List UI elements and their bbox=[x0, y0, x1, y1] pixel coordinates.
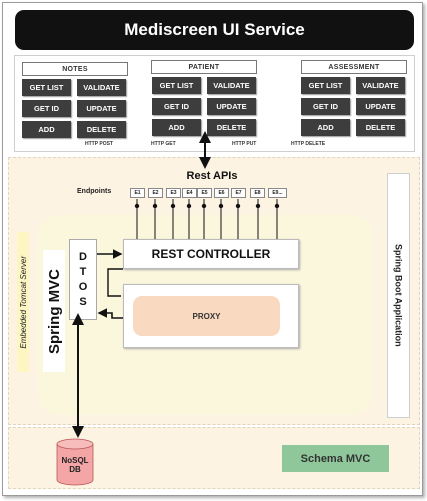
endpoints-label: Endpoints bbox=[77, 188, 112, 195]
patient-get-id-button: GET ID bbox=[152, 98, 201, 115]
button-label: VALIDATE bbox=[362, 81, 399, 90]
schema-mvc-box: Schema MVC bbox=[282, 445, 389, 472]
group-title-assessment-text: ASSESSMENT bbox=[328, 63, 380, 71]
dtos-letter: O bbox=[78, 280, 88, 293]
schema-mvc-label: Schema MVC bbox=[300, 452, 371, 465]
patient-delete-button: DELETE bbox=[207, 119, 256, 136]
endpoint-label: E3 bbox=[170, 190, 177, 196]
endpoint-box: E5 bbox=[197, 188, 212, 198]
button-label: ADD bbox=[38, 125, 55, 134]
proxy-box: PROXY bbox=[133, 296, 280, 336]
endpoint-label: E4 bbox=[186, 190, 193, 196]
button-label: DELETE bbox=[216, 123, 247, 132]
db-label-line1: NoSQL bbox=[61, 456, 89, 465]
http-post-label: HTTP POST bbox=[85, 141, 113, 147]
button-label: UPDATE bbox=[365, 102, 396, 111]
endpoint-label: E7 bbox=[235, 190, 242, 196]
ui-service-header: Mediscreen UI Service bbox=[15, 10, 414, 50]
assessment-get-id-button: GET ID bbox=[301, 98, 350, 115]
http-put-label: HTTP PUT bbox=[232, 141, 257, 147]
endpoint-box: E9... bbox=[268, 188, 287, 198]
notes-get-id-button: GET ID bbox=[22, 100, 71, 117]
patient-get-list-button: GET LIST bbox=[152, 77, 201, 94]
button-label: UPDATE bbox=[216, 102, 247, 111]
notes-add-button: ADD bbox=[22, 121, 71, 138]
rest-controller-box: REST CONTROLLER bbox=[123, 239, 299, 269]
notes-get-list-button: GET LIST bbox=[22, 79, 71, 96]
button-label: GET LIST bbox=[308, 81, 343, 90]
button-label: DELETE bbox=[86, 125, 117, 134]
endpoint-label: E9... bbox=[272, 190, 283, 196]
button-label: GET ID bbox=[33, 104, 59, 113]
assessment-validate-button: VALIDATE bbox=[356, 77, 405, 94]
dtos-letter: D bbox=[79, 250, 87, 263]
endpoint-box: E7 bbox=[231, 188, 246, 198]
notes-update-button: UPDATE bbox=[77, 100, 126, 117]
dtos-box: D T O S bbox=[69, 239, 97, 320]
endpoint-connectors bbox=[134, 199, 280, 239]
patient-validate-button: VALIDATE bbox=[207, 77, 256, 94]
tomcat-label-box: Embedded Tomcat Server bbox=[17, 232, 29, 372]
button-label: VALIDATE bbox=[213, 81, 250, 90]
spring-mvc-label-box: Spring MVC bbox=[43, 250, 65, 372]
rest-apis-label: Rest APIs bbox=[186, 170, 238, 182]
db-label-line2: DB bbox=[69, 465, 81, 474]
http-delete-label: HTTP DELETE bbox=[291, 141, 326, 147]
endpoint-box: E2 bbox=[148, 188, 163, 198]
group-title-notes-text: NOTES bbox=[62, 65, 88, 73]
endpoint-label: E1 bbox=[134, 190, 141, 196]
endpoint-box: E1 bbox=[130, 188, 145, 198]
endpoint-box: E6 bbox=[214, 188, 229, 198]
button-label: ADD bbox=[317, 123, 334, 132]
button-label: GET ID bbox=[312, 102, 338, 111]
endpoint-label: E6 bbox=[218, 190, 225, 196]
endpoint-label: E5 bbox=[201, 190, 208, 196]
assessment-add-button: ADD bbox=[301, 119, 350, 136]
notes-delete-button: DELETE bbox=[77, 121, 126, 138]
database-cylinder bbox=[56, 438, 94, 486]
endpoint-label: E8 bbox=[254, 190, 261, 196]
proxy-label: PROXY bbox=[192, 311, 221, 321]
endpoint-box: E4 bbox=[182, 188, 197, 198]
spring-boot-label-box: Spring Boot Application bbox=[387, 173, 410, 418]
button-label: DELETE bbox=[365, 123, 396, 132]
button-label: GET LIST bbox=[159, 81, 194, 90]
button-label: UPDATE bbox=[86, 104, 117, 113]
group-title-assessment: ASSESSMENT bbox=[301, 60, 407, 74]
rest-controller-label: REST CONTROLLER bbox=[151, 247, 271, 261]
ui-service-title: Mediscreen UI Service bbox=[124, 20, 305, 39]
patient-update-button: UPDATE bbox=[207, 98, 256, 115]
assessment-delete-button: DELETE bbox=[356, 119, 405, 136]
button-label: GET LIST bbox=[29, 83, 64, 92]
nosql-db-label: NoSQL DB bbox=[57, 456, 93, 474]
assessment-get-list-button: GET LIST bbox=[301, 77, 350, 94]
group-title-patient-text: PATIENT bbox=[188, 63, 220, 71]
group-title-notes: NOTES bbox=[22, 62, 128, 76]
assessment-update-button: UPDATE bbox=[356, 98, 405, 115]
button-label: GET ID bbox=[163, 102, 189, 111]
endpoint-box: E3 bbox=[166, 188, 181, 198]
endpoint-box: E8 bbox=[250, 188, 265, 198]
group-title-patient: PATIENT bbox=[151, 60, 257, 74]
http-get-label: HTTP GET bbox=[151, 141, 176, 147]
notes-validate-button: VALIDATE bbox=[77, 79, 126, 96]
endpoint-label: E2 bbox=[152, 190, 159, 196]
button-label: VALIDATE bbox=[83, 83, 120, 92]
button-label: ADD bbox=[168, 123, 185, 132]
spring-boot-label: Spring Boot Application bbox=[393, 244, 404, 347]
controller-proxy-connector bbox=[107, 268, 123, 297]
patient-add-button: ADD bbox=[152, 119, 201, 136]
proxy-dtos-arrow bbox=[97, 308, 123, 319]
dtos-letter: S bbox=[79, 295, 87, 308]
dtos-letter: T bbox=[79, 265, 87, 278]
